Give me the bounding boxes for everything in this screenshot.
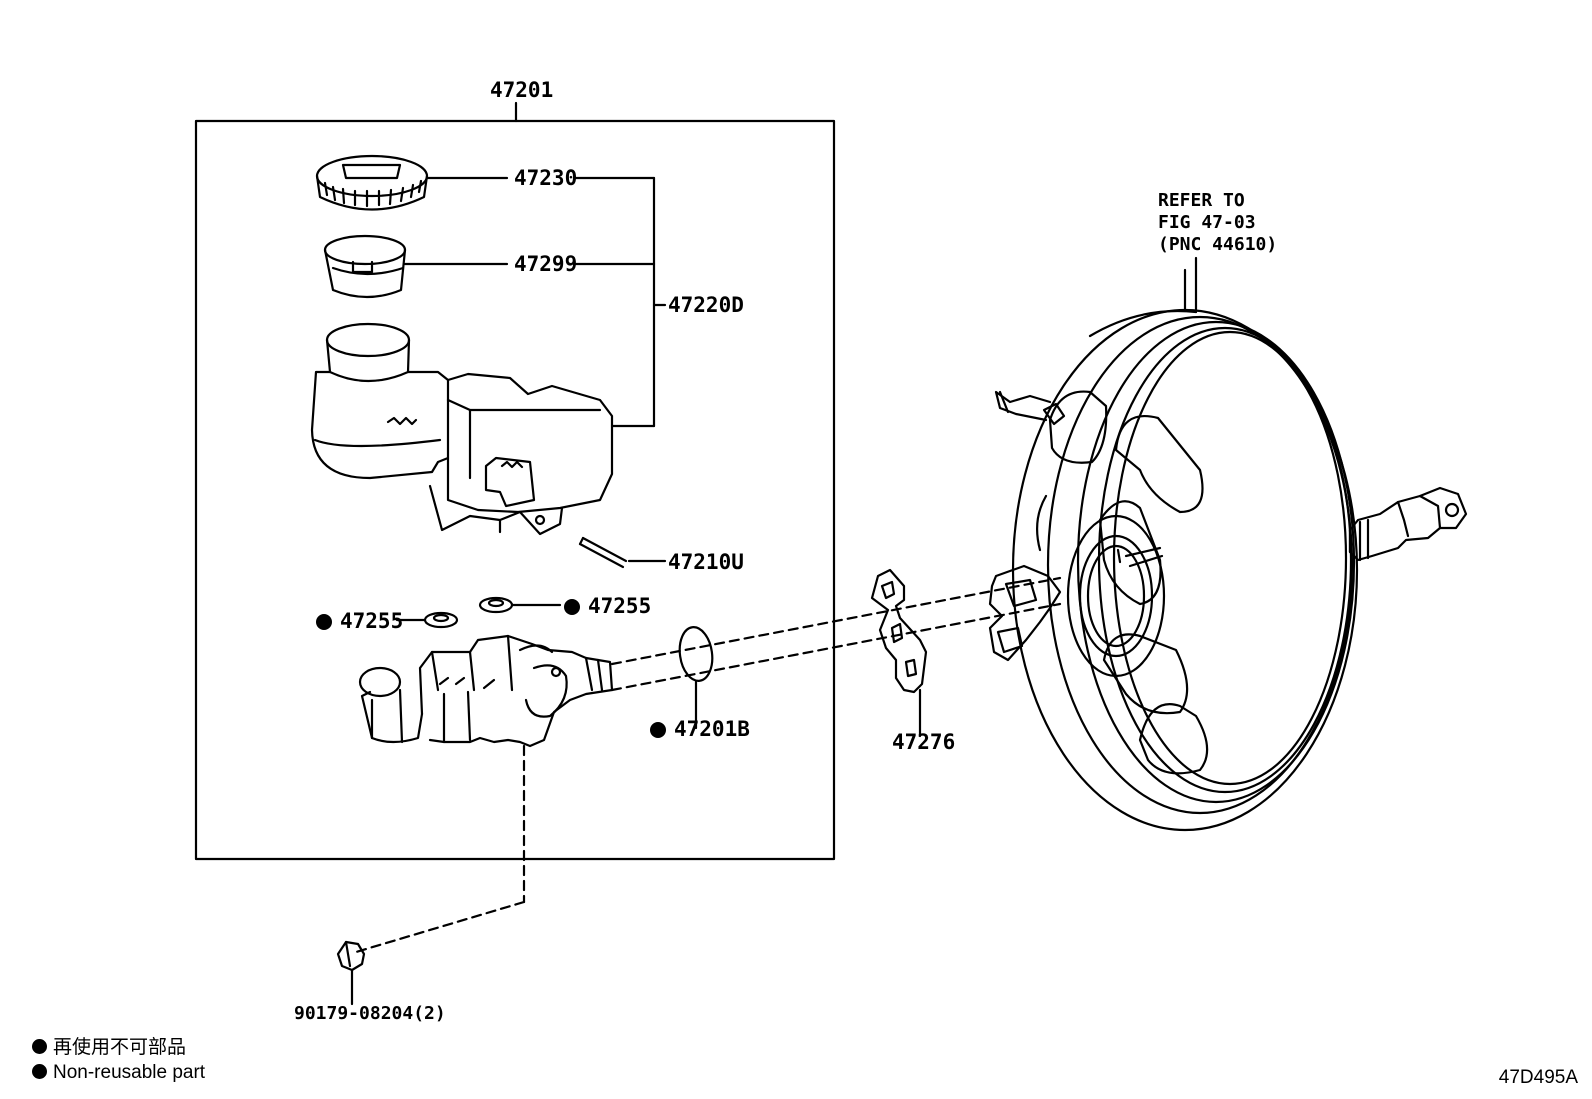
part-label-cap: 47230: [514, 166, 578, 190]
reservoir-drawing: [310, 322, 614, 536]
o-ring-drawing: [678, 626, 714, 682]
part-label-reservoir-sub: 47220D: [668, 293, 744, 317]
brake-booster-drawing: [988, 268, 1468, 832]
non-reusable-bullet: [650, 722, 666, 738]
legend-text-english: Non-reusable part: [53, 1062, 206, 1083]
assembly-label: 47201: [490, 78, 554, 102]
legend-bullet-icon: [32, 1064, 47, 1079]
grommet-right-drawing: [478, 596, 514, 614]
reservoir-cap-drawing: [315, 154, 429, 211]
part-label-grommet-right-text: 47255: [588, 594, 652, 618]
refer-line-1: REFER TO: [1158, 190, 1245, 211]
legend-line-japanese: 再使用不可部品: [32, 1038, 186, 1057]
part-label-grommet-left-text: 47255: [340, 609, 404, 633]
part-label-pin: 47210U: [668, 550, 744, 574]
strainer-drawing: [323, 234, 407, 299]
part-label-gasket: 47276: [892, 730, 956, 754]
legend-line-english: Non-reusable part: [32, 1063, 205, 1082]
part-label-o-ring: 47201B: [650, 719, 750, 740]
non-reusable-bullet: [316, 614, 332, 630]
part-label-nut: 90179-08204(2): [294, 1003, 446, 1024]
master-cylinder-drawing: [358, 634, 614, 748]
nut-drawing: [336, 940, 366, 972]
part-label-grommet-left: 47255: [316, 611, 403, 632]
part-label-grommet-right: 47255: [564, 596, 651, 617]
figure-code: 47D495A: [1498, 1067, 1578, 1088]
refer-line-3: (PNC 44610): [1158, 234, 1278, 255]
part-label-o-ring-text: 47201B: [674, 717, 750, 741]
part-label-strainer: 47299: [514, 252, 578, 276]
alignment-lines: [354, 576, 1062, 954]
legend-text-japanese: 再使用不可部品: [53, 1037, 187, 1058]
legend-bullet-icon: [32, 1039, 47, 1054]
gasket-drawing: [870, 568, 928, 694]
refer-line-2: FIG 47-03: [1158, 212, 1256, 233]
assembly-box: [194, 119, 836, 861]
non-reusable-bullet: [564, 599, 580, 615]
grommet-left-drawing: [423, 611, 459, 629]
refer-note: REFER TO FIG 47-03 (PNC 44610): [1158, 190, 1277, 256]
pin-drawing: [578, 536, 628, 569]
